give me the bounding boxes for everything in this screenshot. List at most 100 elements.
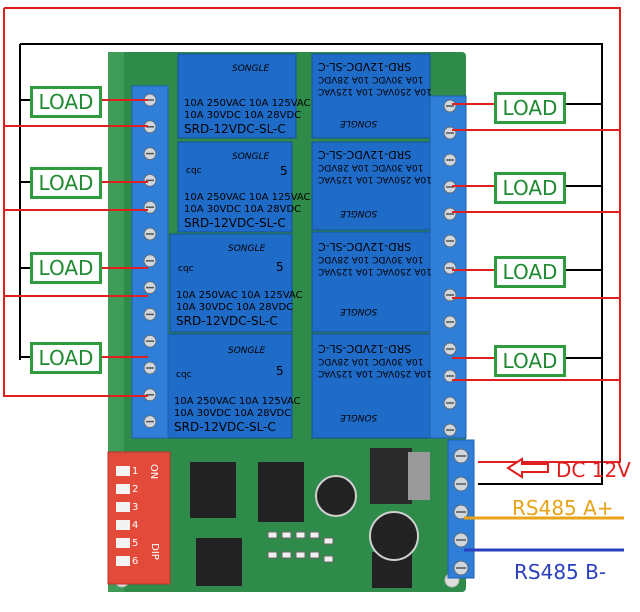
led: [295, 551, 306, 559]
dip-lever: [116, 538, 130, 548]
relay-rating-ac: 10A 250VAC 10A 125VAC: [174, 396, 301, 407]
dip-lever: [116, 466, 130, 476]
led-row: [267, 531, 334, 563]
relay-model: SRD-12VDC-SL-C: [184, 122, 286, 136]
relay-brand: SONGLE: [340, 412, 378, 422]
capacitor: [315, 475, 357, 517]
relay-left-1: [177, 53, 297, 139]
relay-model: SRD-12VDC-SL-C: [318, 240, 412, 253]
load-label: LOAD: [502, 176, 558, 200]
dip-number: 2: [132, 484, 139, 495]
relay-brand: SONGLE: [228, 244, 266, 254]
relay-left-3: [169, 233, 293, 333]
relay-rating-dc: 10A 30VDC 10A 28VDC: [318, 356, 424, 366]
relay-rating-dc: 10A 30VDC 10A 28VDC: [318, 254, 424, 264]
led: [267, 551, 278, 559]
led: [309, 551, 320, 559]
ic-chip: [196, 538, 242, 586]
relay-five: 5: [276, 260, 284, 274]
relay-brand: SONGLE: [232, 64, 270, 74]
dc-12v-label: DC 12V: [556, 458, 631, 482]
relay-rating-dc: 10A 30VDC 10A 28VDC: [318, 74, 424, 84]
dip-lever: [116, 520, 130, 530]
relay-left-4: [167, 333, 293, 439]
regulator-tab: [408, 452, 430, 500]
relay-rating-ac: 10A 250VAC 10A 125VAC: [184, 98, 311, 109]
relay-cqc: cqc: [178, 264, 194, 274]
relay-rating-ac: 10A 250VAC 10A 125VAC: [184, 192, 311, 203]
relay-model: SRD-12VDC-SL-C: [184, 216, 286, 230]
ic-chip: [258, 462, 304, 522]
relay-rating-ac: 10A 250VAC 10A 125VAC: [176, 290, 303, 301]
relay-rating-dc: 10A 30VDC 10A 28VDC: [184, 110, 302, 121]
relay-rating-dc: 10A 30VDC 10A 28VDC: [184, 204, 302, 215]
load-box-left-1: LOAD: [30, 86, 102, 118]
relay-right-4: [311, 333, 431, 439]
load-box-right-2: LOAD: [494, 172, 566, 204]
relay-rating-dc: 10A 30VDC 10A 28VDC: [318, 162, 424, 172]
relay-brand: SONGLE: [340, 118, 378, 128]
relay-cqc: cqc: [176, 370, 192, 380]
load-box-left-2: LOAD: [30, 167, 102, 199]
dip-number: 6: [132, 556, 139, 567]
capacitor: [369, 511, 419, 561]
relay-rating-dc: 10A 30VDC 10A 28VDC: [174, 408, 292, 419]
dip-switch-levers: [116, 466, 130, 566]
relay-model: SRD-12VDC-SL-C: [318, 60, 412, 73]
wire: [20, 43, 603, 485]
dip-number: 3: [132, 502, 139, 513]
dip-label: DIP: [148, 543, 160, 560]
led: [309, 531, 320, 539]
relay-brand: SONGLE: [232, 152, 270, 162]
load-box-left-3: LOAD: [30, 252, 102, 284]
relay-left-2: [177, 141, 293, 233]
load-label: LOAD: [38, 256, 94, 280]
load-label: LOAD: [502, 96, 558, 120]
relay-brand: SONGLE: [340, 306, 378, 316]
dip-lever: [116, 502, 130, 512]
relay-rating-ac: 10A 250VAC 10A 125VAC: [318, 174, 432, 184]
relay-rating-dc: 10A 30VDC 10A 28VDC: [176, 302, 294, 313]
dip-number: 4: [132, 520, 139, 531]
wire: [3, 8, 148, 397]
load-label: LOAD: [502, 260, 558, 284]
relay-rating-ac: 10A 250VAC 10A 125VAC: [318, 266, 432, 276]
load-label: LOAD: [38, 90, 94, 114]
load-box-right-3: LOAD: [494, 256, 566, 288]
led: [267, 531, 278, 539]
dip-number: 5: [132, 538, 139, 549]
wire: [4, 7, 621, 463]
load-label: LOAD: [38, 346, 94, 370]
relay-model: SRD-12VDC-SL-C: [174, 420, 276, 434]
relay-right-2: [311, 141, 431, 231]
rs485-b-label: RS485 B-: [514, 560, 607, 584]
wiring: [3, 7, 624, 552]
ic-chip: [190, 462, 236, 518]
load-label: LOAD: [38, 171, 94, 195]
dip-lever: [116, 556, 130, 566]
load-box-right-1: LOAD: [494, 92, 566, 124]
led: [323, 537, 334, 545]
relay-five: 5: [276, 364, 284, 378]
relay-five: 5: [280, 164, 288, 178]
led: [281, 531, 292, 539]
led: [281, 551, 292, 559]
dip-on-label: ON: [148, 463, 160, 480]
rs485-a-label: RS485 A+: [512, 496, 614, 520]
load-label: LOAD: [502, 349, 558, 373]
relay-brand: SONGLE: [228, 346, 266, 356]
relay-model: SRD-12VDC-SL-C: [176, 314, 278, 328]
relay-cqc: cqc: [186, 166, 202, 176]
relay-model: SRD-12VDC-SL-C: [318, 342, 412, 355]
terminal-screws-power: [453, 448, 469, 576]
relay-right-1: [311, 53, 431, 139]
load-box-left-4: LOAD: [30, 342, 102, 374]
dip-lever: [116, 484, 130, 494]
relay-rating-ac: 10A 250VAC 10A 125VAC: [318, 368, 432, 378]
led: [295, 531, 306, 539]
relay-rating-ac: 10A 250VAC 10A 125VAC: [318, 86, 432, 96]
led: [323, 555, 334, 563]
voltage-regulator: [370, 448, 412, 504]
load-box-right-4: LOAD: [494, 345, 566, 377]
